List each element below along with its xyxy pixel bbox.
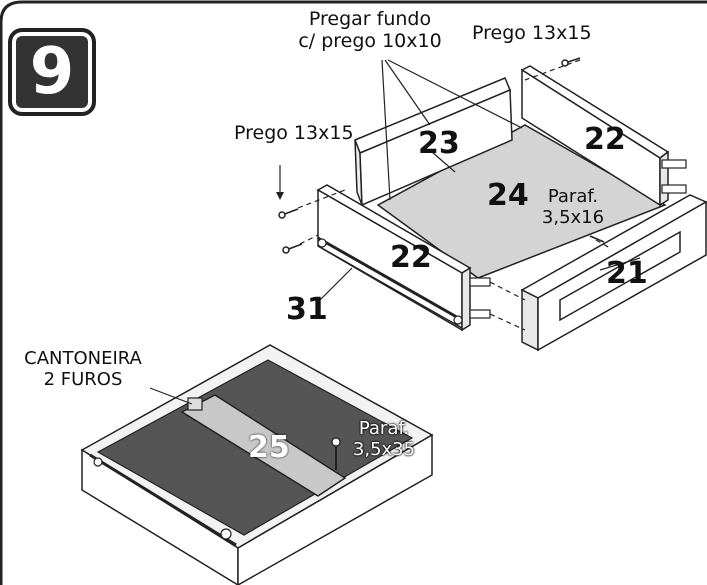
step-number: 9 — [29, 35, 75, 109]
label-pregar-fundo: Pregar fundo c/ prego 10x10 — [275, 8, 465, 52]
label-paraf-35-line1: Paraf. — [358, 418, 410, 439]
label-paraf-35: Paraf. 3,5x35 — [340, 418, 428, 460]
part-22-front: 22 — [390, 240, 432, 275]
part-25: 25 — [248, 430, 290, 465]
label-paraf-16-line2: 3,5x16 — [541, 207, 605, 228]
step-number-badge: 9 — [8, 28, 96, 116]
part-21: 21 — [606, 256, 648, 291]
part-23: 23 — [418, 126, 460, 161]
label-cantoneira: CANTONEIRA 2 FUROS — [16, 348, 150, 390]
label-paraf-16-line1: Paraf. — [547, 186, 599, 207]
label-prego-right: Prego 13x15 — [472, 22, 592, 44]
front-panel-21 — [537, 200, 707, 352]
part-24: 24 — [487, 178, 529, 213]
label-pregar-fundo-line2: c/ prego 10x10 — [298, 30, 442, 52]
label-prego-left: Prego 13x15 — [234, 122, 354, 144]
label-pregar-fundo-line1: Pregar fundo — [308, 8, 432, 30]
label-cantoneira-line2: 2 FUROS — [43, 369, 123, 390]
center-rail-25 — [180, 394, 347, 497]
part-31: 31 — [286, 292, 328, 327]
label-paraf-35-line2: 3,5x35 — [352, 439, 416, 460]
side-panel-23 — [359, 88, 513, 207]
label-paraf-16: Paraf. 3,5x16 — [530, 186, 616, 228]
label-cantoneira-line1: CANTONEIRA — [24, 348, 142, 369]
part-22-back: 22 — [584, 122, 626, 157]
